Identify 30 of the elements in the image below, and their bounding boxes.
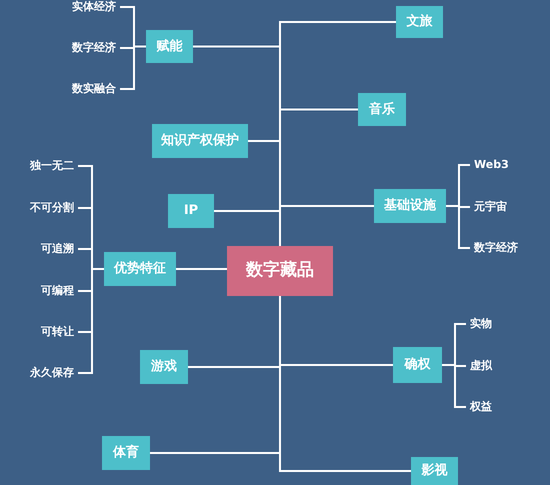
topic-box: 影视: [411, 457, 458, 485]
leaf-label: 可追溯: [22, 242, 78, 256]
topic-box: 文旅: [396, 6, 443, 38]
leaf-label: 虚拟: [466, 359, 506, 373]
central-topic-box: 数字藏品: [227, 246, 333, 296]
leaf-label: 实体经济: [66, 0, 120, 14]
topic-box: 基础设施: [374, 189, 446, 223]
topic-box: 赋能: [146, 30, 193, 63]
topic-box: 游戏: [140, 350, 188, 384]
leaf-label: 不可分割: [22, 201, 78, 215]
leaf-label: 永久保存: [22, 366, 78, 380]
leaf-label: 数字经济: [470, 241, 526, 255]
topic-box: 优势特征: [104, 252, 176, 286]
topic-box: 音乐: [358, 93, 406, 126]
leaf-label: 数字经济: [66, 41, 120, 55]
leaf-label: 实物: [466, 317, 506, 331]
topic-box: 体育: [102, 436, 150, 470]
connector-line: [279, 296, 411, 472]
topic-box: 知识产权保护: [152, 124, 248, 158]
leaf-label: 元宇宙: [470, 200, 526, 214]
topic-box: IP: [168, 194, 214, 228]
leaf-label: 可编程: [22, 284, 78, 298]
connector-line: [78, 268, 104, 374]
leaf-label: 独一无二: [22, 159, 78, 173]
leaf-label: 可转让: [22, 325, 78, 339]
leaf-label: 权益: [466, 400, 506, 414]
connector-line: [176, 268, 227, 270]
leaf-label: 数实融合: [66, 82, 120, 96]
leaf-label: Web3: [470, 158, 526, 172]
topic-box: 确权: [393, 347, 442, 383]
